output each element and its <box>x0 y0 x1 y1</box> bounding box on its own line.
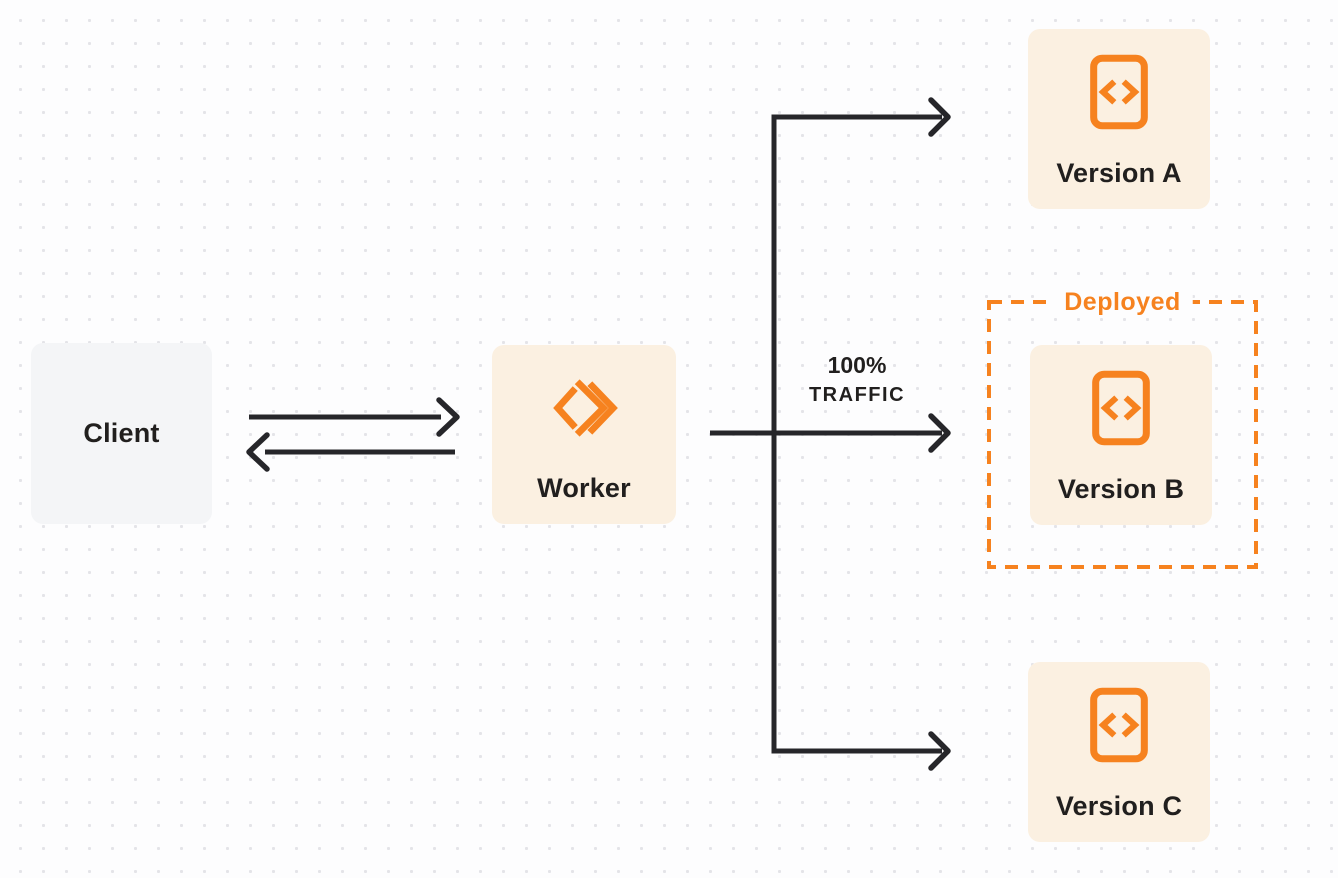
branch-trunk-line <box>771 114 942 754</box>
version-c-arrowhead-icon <box>928 731 951 771</box>
traffic-label: 100% TRAFFIC <box>777 350 937 410</box>
client-to-worker-arrowhead-icon <box>436 397 460 437</box>
traffic-percent-text: 100% <box>827 352 887 378</box>
version-a-node-label: Version A <box>1056 158 1182 188</box>
code-file-icon <box>1030 369 1212 447</box>
traffic-word-text: TRAFFIC <box>808 384 906 406</box>
version-a-arrowhead-icon <box>928 97 951 137</box>
version-a-node: Version A <box>1028 29 1210 209</box>
version-b-arrowhead-icon <box>928 413 951 453</box>
version-c-node-label: Version C <box>1055 791 1183 821</box>
worker-to-client-arrowhead-icon <box>246 432 270 472</box>
deployed-group-box: Deployed <box>987 286 1258 569</box>
workers-logo-icon <box>492 372 676 444</box>
version-b-node-label: Version B <box>1057 474 1185 504</box>
code-file-icon <box>1028 686 1210 764</box>
version-b-node: Version B <box>1030 345 1212 525</box>
client-node-label: Client <box>83 418 160 448</box>
worker-node-label: Worker <box>537 473 631 503</box>
code-file-icon <box>1028 53 1210 131</box>
version-c-node: Version C <box>1028 662 1210 842</box>
worker-node: Worker <box>492 345 676 524</box>
deployed-label: Deployed <box>1052 286 1193 318</box>
client-node: Client <box>31 343 212 524</box>
